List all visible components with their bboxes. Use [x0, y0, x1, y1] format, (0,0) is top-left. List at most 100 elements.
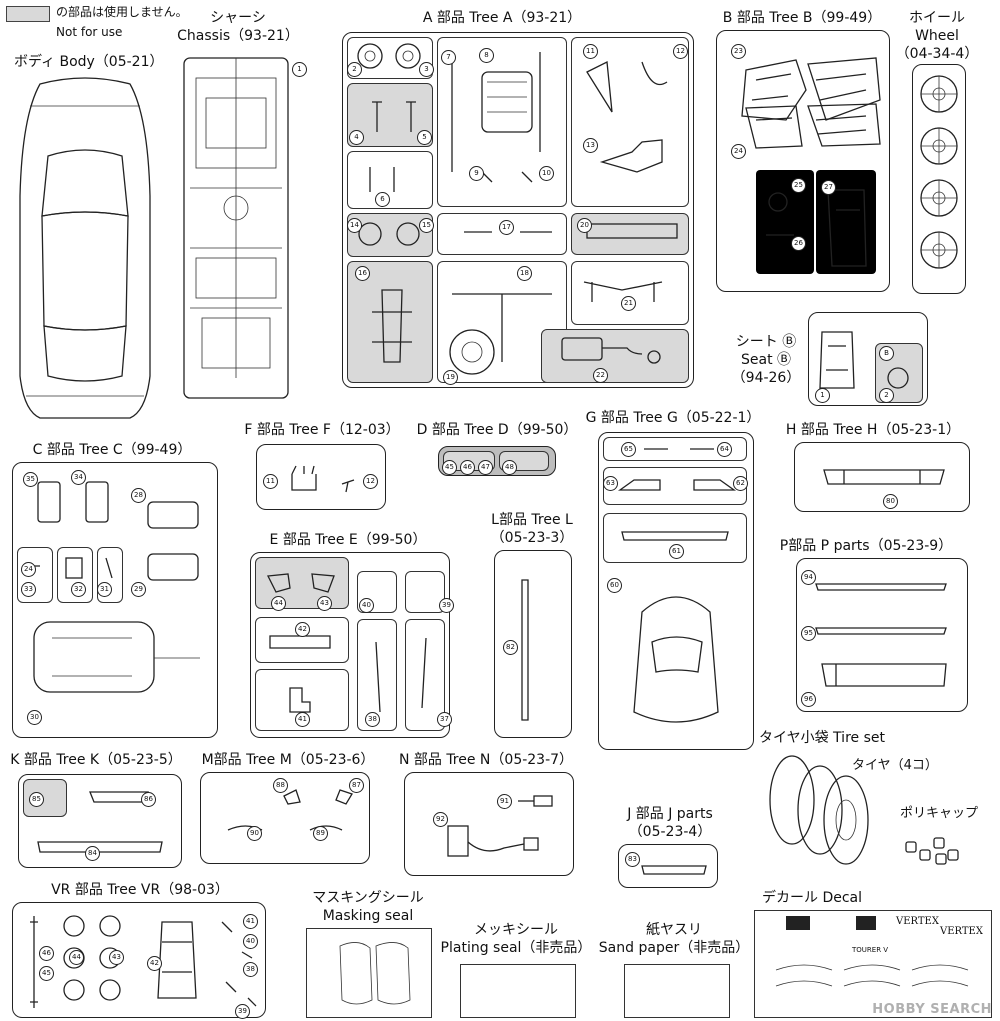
tree-f-part-11: 11 — [263, 474, 278, 489]
decal-black-patch — [786, 916, 810, 930]
tree-f-label: F 部品 Tree F（12-03） — [244, 422, 400, 438]
masking-label-jp: マスキングシール — [312, 890, 424, 906]
tree-k-label: K 部品 Tree K（05-23-5） — [10, 752, 182, 768]
tree-e-part-40: 40 — [359, 598, 374, 613]
tree-c-part-32: 32 — [71, 582, 86, 597]
tree-a-part-13: 13 — [583, 138, 598, 153]
tree-a-cell — [571, 213, 689, 255]
tree-a-cell — [571, 261, 689, 325]
tree-b-part-27: 27 — [821, 180, 836, 195]
chassis-drawing — [183, 57, 289, 399]
tree-a-part-14: 14 — [347, 218, 362, 233]
seat-b-part-2: 2 — [879, 388, 894, 403]
tree-m-part-87: 87 — [349, 778, 364, 793]
tree-b-part-26: 26 — [791, 236, 806, 251]
decal-sheet — [754, 910, 992, 1018]
tree-l-label-a: L部品 Tree L — [491, 512, 573, 528]
tree-d-part-46: 46 — [460, 460, 475, 475]
tree-a-part-4: 4 — [349, 130, 364, 145]
poly-caps — [905, 837, 959, 865]
tree-vr-part-40: 40 — [243, 934, 258, 949]
tree-vr-part-44: 44 — [69, 950, 84, 965]
tree-n-part-91: 91 — [497, 794, 512, 809]
tree-c-parts — [26, 481, 200, 693]
tree-vr-parts — [30, 915, 257, 1008]
tree-a-part-10: 10 — [539, 166, 554, 181]
sandpaper-sheet — [624, 964, 730, 1018]
tree-a-part-18: 18 — [517, 266, 532, 281]
decal-label: デカール Decal — [762, 890, 863, 906]
tire-set-cap: ポリキャップ — [900, 806, 979, 821]
tree-n-label: N 部品 Tree N（05-23-7） — [398, 752, 574, 768]
plating-label-jp: メッキシール — [474, 922, 558, 938]
tree-n-frame — [404, 772, 574, 876]
tree-a-part-6: 6 — [375, 192, 390, 207]
seat-b-code: （94-26） — [731, 370, 801, 386]
tree-a-cell — [347, 151, 433, 209]
tree-k-parts — [37, 791, 163, 853]
tree-l-label-b: （05-23-3） — [490, 530, 574, 546]
tree-g-cell — [603, 467, 747, 505]
seat-b-label-jp: シート Ⓑ — [735, 334, 797, 350]
tree-e-cell — [357, 619, 397, 731]
tree-e-part-38: 38 — [365, 712, 380, 727]
tree-vr-label: VR 部品 Tree VR（98-03） — [51, 882, 229, 898]
tree-d-part-47: 47 — [478, 460, 493, 475]
tree-k-part-84: 84 — [85, 846, 100, 861]
tree-e-part-44: 44 — [271, 596, 286, 611]
tree-e-part-42: 42 — [295, 622, 310, 637]
tree-e-parts — [266, 573, 427, 713]
tree-a-part-15: 15 — [419, 218, 434, 233]
tree-a-part-17: 17 — [499, 220, 514, 235]
wheel-label-en: Wheel — [915, 28, 959, 44]
tree-g-part-64: 64 — [717, 442, 732, 457]
tree-a-parts — [357, 43, 678, 375]
wheel-parts — [920, 75, 958, 269]
tree-e-cell — [405, 571, 445, 613]
tree-d-label: D 部品 Tree D（99-50） — [416, 422, 578, 438]
decal-tag: TOURER V — [852, 946, 889, 954]
watermark: HOBBY SEARCH — [872, 1002, 992, 1017]
tree-b-label: B 部品 Tree B（99-49） — [722, 10, 882, 26]
tree-e-frame — [250, 552, 450, 738]
tree-a-part-21: 21 — [621, 296, 636, 311]
tree-k-part-85: 85 — [29, 792, 44, 807]
grey-swatch — [6, 6, 50, 22]
tree-g-parts — [617, 448, 737, 723]
masking-shapes — [339, 942, 411, 1005]
tree-c-part-30: 28 — [131, 488, 146, 503]
tree-a-part-9: 9 — [469, 166, 484, 181]
plating-sheet — [460, 964, 576, 1018]
tree-c-part-31: 31 — [97, 582, 112, 597]
tree-vr-part-46: 46 — [39, 946, 54, 961]
decal-black-patch — [856, 916, 876, 930]
tree-c-label: C 部品 Tree C（99-49） — [32, 442, 192, 458]
tire-set-label: タイヤ小袋 Tire set — [759, 730, 885, 746]
chassis-label-jp: シャーシ — [210, 10, 266, 26]
tree-c-part-29: 29 — [131, 582, 146, 597]
tree-h-label: H 部品 Tree H（05-23-1） — [785, 422, 961, 438]
tree-a-part-5: 5 — [417, 130, 432, 145]
seat-b-label-en: Seat Ⓑ — [740, 352, 792, 368]
tree-a-part-7: 7 — [441, 50, 456, 65]
tree-h-part-80: 80 — [883, 494, 898, 509]
tree-l-part-82: 82 — [503, 640, 518, 655]
tree-a-part-22: 22 — [593, 368, 608, 383]
tree-g-part-62: 62 — [733, 476, 748, 491]
tree-e-part-37: 37 — [437, 712, 452, 727]
tire-set-tire: タイヤ（4コ） — [852, 758, 938, 773]
tree-e-part-39: 39 — [439, 598, 454, 613]
seat-b-parts — [819, 331, 909, 389]
tree-p-parts — [815, 583, 947, 687]
tree-g-part-60: 60 — [607, 578, 622, 593]
tree-h-frame — [794, 442, 970, 512]
chassis-label-en: Chassis（93-21） — [177, 28, 299, 44]
tree-f-parts — [291, 465, 355, 493]
tree-a-part-12: 12 — [673, 44, 688, 59]
tree-m-label: M部品 Tree M（05-23-6） — [201, 752, 375, 768]
tree-a-label: A 部品 Tree A（93-21） — [422, 10, 582, 26]
tree-n-part-92: 92 — [433, 812, 448, 827]
tree-a-part-3: 3 — [419, 62, 434, 77]
tree-vr-part-45: 45 — [39, 966, 54, 981]
tree-a-part-16: 16 — [355, 266, 370, 281]
